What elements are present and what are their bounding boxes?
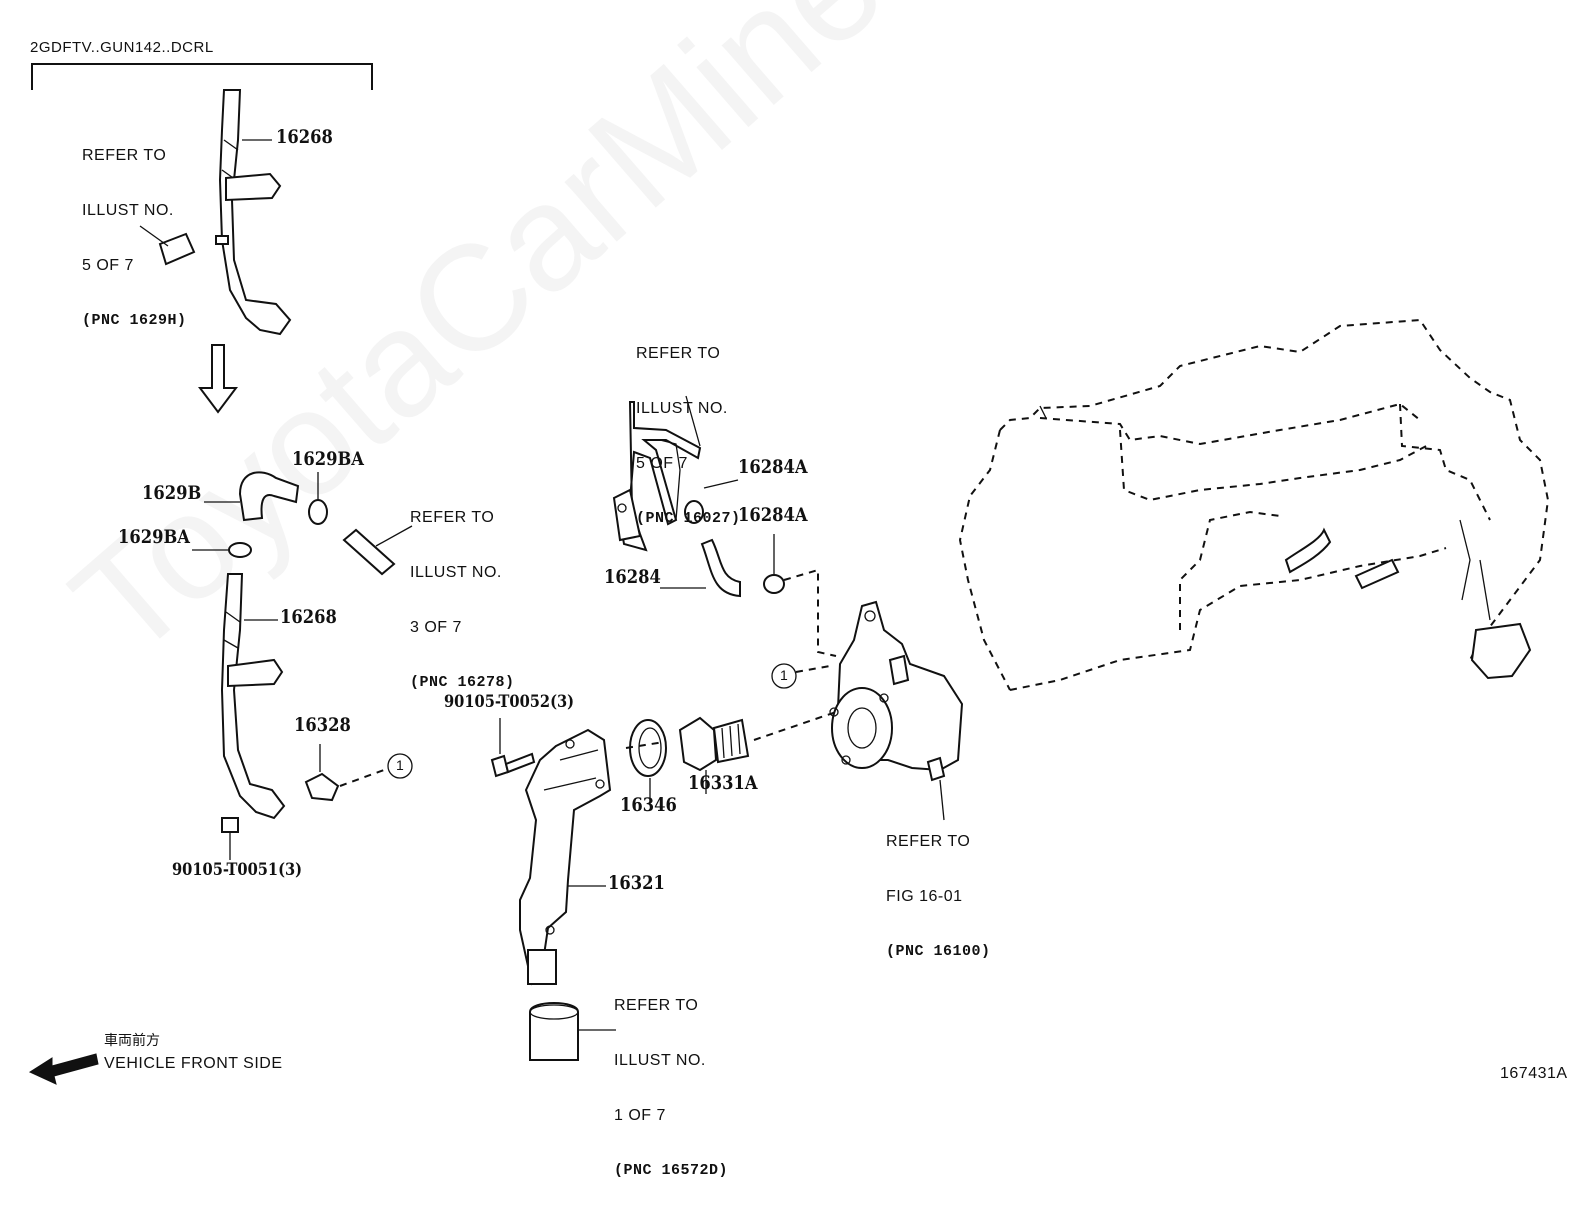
reference-note-16027: REFER TO ILLUST NO. 5 OF 7 (PNC 16027): [636, 345, 741, 527]
part-number-16284[interactable]: 16284: [604, 566, 661, 588]
reference-note-16100: REFER TO FIG 16-01 (PNC 16100): [886, 833, 991, 960]
part-number-1629b[interactable]: 1629B: [142, 482, 202, 504]
hose-1629b: [238, 471, 300, 522]
pipe-16268-bottom: [220, 573, 286, 820]
part-number-16321[interactable]: 16321: [608, 872, 665, 894]
diagram-drawing: [28, 63, 1550, 1085]
reference-note-16572d: REFER TO ILLUST NO. 1 OF 7 (PNC 16572D): [614, 997, 729, 1179]
vehicle-front-arrow-icon: [28, 1053, 99, 1085]
water-pump-16100: [829, 600, 964, 782]
bolt-90105-t0051: [221, 817, 239, 833]
orientation-english: VEHICLE FRONT SIDE: [104, 1055, 283, 1072]
hose-16572d: [529, 1002, 579, 1061]
clamp-16284a-a: [684, 500, 704, 524]
reference-note-16278: REFER TO ILLUST NO. 3 OF 7 (PNC 16278): [410, 509, 515, 691]
part-number-90105-t0052[interactable]: 90105-T0052(3): [444, 692, 575, 712]
hose-1629h: [158, 232, 196, 266]
part-number-16284a-top[interactable]: 16284A: [738, 456, 808, 478]
marker-label-right: 1: [780, 667, 789, 683]
engine-mount: [1470, 622, 1532, 680]
model-bracket: [31, 63, 373, 90]
part-number-90105-t0051[interactable]: 90105-T0051(3): [172, 860, 303, 880]
pipe-16268-top: [215, 89, 292, 336]
part-number-16284a-bottom[interactable]: 16284A: [738, 504, 808, 526]
part-number-16331a[interactable]: 16331A: [688, 772, 758, 794]
marker-label-left: 1: [396, 757, 405, 773]
down-arrow: [198, 344, 238, 414]
illustration-number: 167431A: [1500, 1065, 1568, 1082]
part-number-16346[interactable]: 16346: [620, 794, 677, 816]
hose-16278: [342, 528, 396, 576]
reference-note-1629h: REFER TO ILLUST NO. 5 OF 7 (PNC 1629H): [82, 147, 187, 329]
hose-16284: [700, 538, 741, 598]
clamp-16328: [304, 772, 340, 802]
orientation-japanese: 車両前方: [104, 1033, 160, 1049]
model-code: 2GDFTV..GUN142..DCRL: [30, 39, 214, 56]
parts-diagram: ToyotaCarMine.ru: [28, 0, 1568, 1179]
thermostat-16331a: [678, 716, 750, 772]
marker-1-right: [771, 663, 797, 689]
engine-outline-left: [958, 429, 1011, 691]
part-number-16268-bottom[interactable]: 16268: [280, 606, 337, 628]
part-number-16268-top[interactable]: 16268: [276, 126, 333, 148]
part-number-16328[interactable]: 16328: [294, 714, 351, 736]
part-number-1629ba-top[interactable]: 1629BA: [292, 448, 364, 470]
water-outlet-16321: [519, 728, 612, 986]
clamp-16284a-b: [763, 574, 785, 594]
marker-1-left: [387, 753, 413, 779]
part-number-1629ba-left[interactable]: 1629BA: [118, 526, 190, 548]
bypass-pipe-16027: [612, 401, 702, 552]
engine-outline-top: [999, 318, 1550, 661]
clamp-1629ba-b: [228, 542, 252, 558]
clamp-1629ba-a: [308, 499, 328, 525]
